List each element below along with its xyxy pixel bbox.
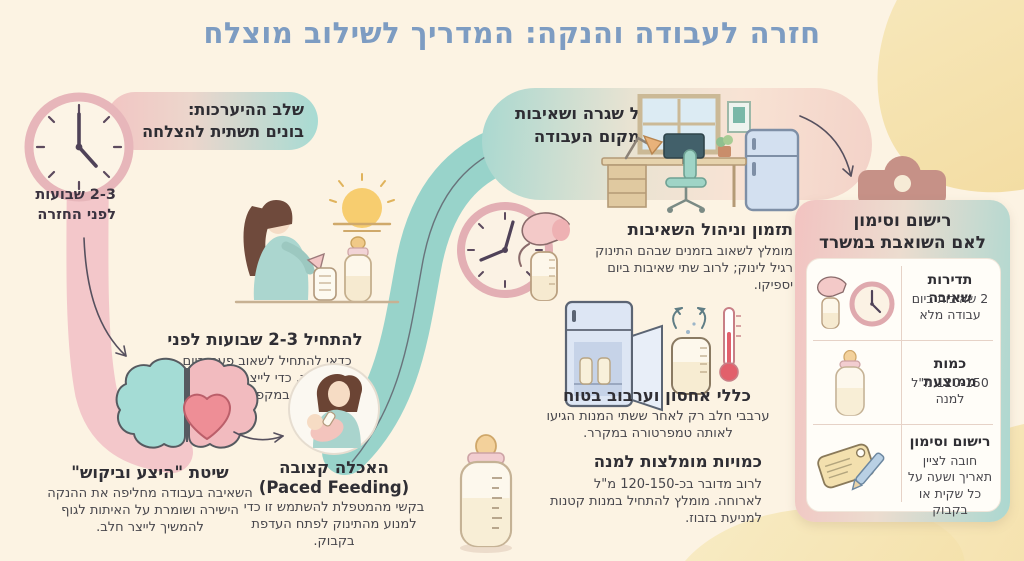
prep-section-header: שלב ההיערכות: בונים תשתית להצלחה — [106, 92, 318, 150]
page-title: חזרה לעבודה והנקה: המדריך לשילוב מוצלח — [203, 16, 821, 50]
prep-step2-title: שיטת "היצע וביקוש" — [71, 463, 229, 482]
prep-header-line1: שלב ההיערכות: — [187, 100, 304, 120]
breast-pump-icon — [518, 212, 570, 301]
board-row1-title: תדירות שאיבה — [927, 272, 973, 306]
mother-pumping-illustration — [234, 173, 400, 304]
prep-step3-title: האכלה קצובה — [279, 458, 389, 477]
work-header-line2: במקום העבודה — [533, 127, 651, 147]
clipboard-clip-hole — [894, 175, 911, 192]
board-row3-title: רישום וסימון — [909, 434, 991, 450]
mother-feeding-baby-illustration — [288, 363, 380, 455]
prep-header-line2: בונים תשתית להצלחה — [142, 122, 304, 141]
board-row2-body: 120-150 מ"ל למנה — [911, 375, 989, 407]
board-row-divider — [813, 424, 993, 425]
board-header: רישום וסימון לאם השואבת במשרד — [795, 210, 1010, 254]
board-column-divider — [901, 266, 902, 502]
baby-bottle-icon — [835, 350, 865, 416]
board-row-divider — [813, 340, 993, 341]
fridge-storage-icon — [564, 300, 741, 412]
board-row3-body: חובה לציין תאריך ושעה על כל שקית או בקבו… — [907, 453, 993, 517]
work-step2-title: כללי אחסון וערבוב בטוח — [563, 386, 751, 405]
work-step3-body: לרוב מדובר בכ-120-150 מ"ל לארוחה. מומלץ … — [549, 477, 762, 526]
brain-heart-icon — [115, 357, 259, 449]
board-header-line1: רישום וסימון — [853, 211, 952, 231]
prep-step2-body: השאיבה בעבודה מחליפה את ההנקה הישירה ושו… — [47, 486, 253, 535]
work-step3-title: כמויות מומלצות למנה — [593, 452, 762, 471]
prep-step1-title: להתחיל 2-3 שבועות לפני — [167, 330, 363, 349]
clock-note-line1: 2-3 שבועות — [35, 187, 116, 203]
prep-step3-subtitle: (Paced Feeding) — [258, 478, 410, 497]
board-row2-title: כמות ממוצעת — [923, 356, 977, 390]
clock-note-line2: לפני החזרה — [37, 206, 116, 223]
board-header-line2: לאם השואבת במשרד — [819, 233, 986, 254]
office-desk-illustration — [601, 94, 800, 213]
clock-note: 2-3 שבועות לפני החזרה — [14, 186, 116, 225]
clock-icon — [24, 92, 134, 202]
tag-pen-icon — [817, 443, 885, 491]
work-step2-body: ערבבי חלב רק לאחר ששתי המנות הגיעו לאותה… — [546, 409, 770, 441]
work-header-line1: ניהול שגרה ושאיבות — [514, 104, 669, 123]
work-header-text: ניהול שגרה ושאיבות במקום העבודה — [492, 102, 692, 148]
work-step1-title: תזמון וניהול השאיבות — [627, 220, 793, 239]
baby-bottle-icon — [459, 434, 513, 553]
breast-pump-icon — [817, 276, 895, 329]
work-step1-body: מומלץ לשאוב בזמנים שבהם התינוק רגיל לינו… — [595, 244, 793, 293]
board-row1-body: 2 שאיבות ביום עבודה מלא — [911, 291, 989, 323]
prep-step3-body: בקשי מהמטפלת להשתמש זו כדי למנוע מהתינוק… — [243, 500, 425, 549]
